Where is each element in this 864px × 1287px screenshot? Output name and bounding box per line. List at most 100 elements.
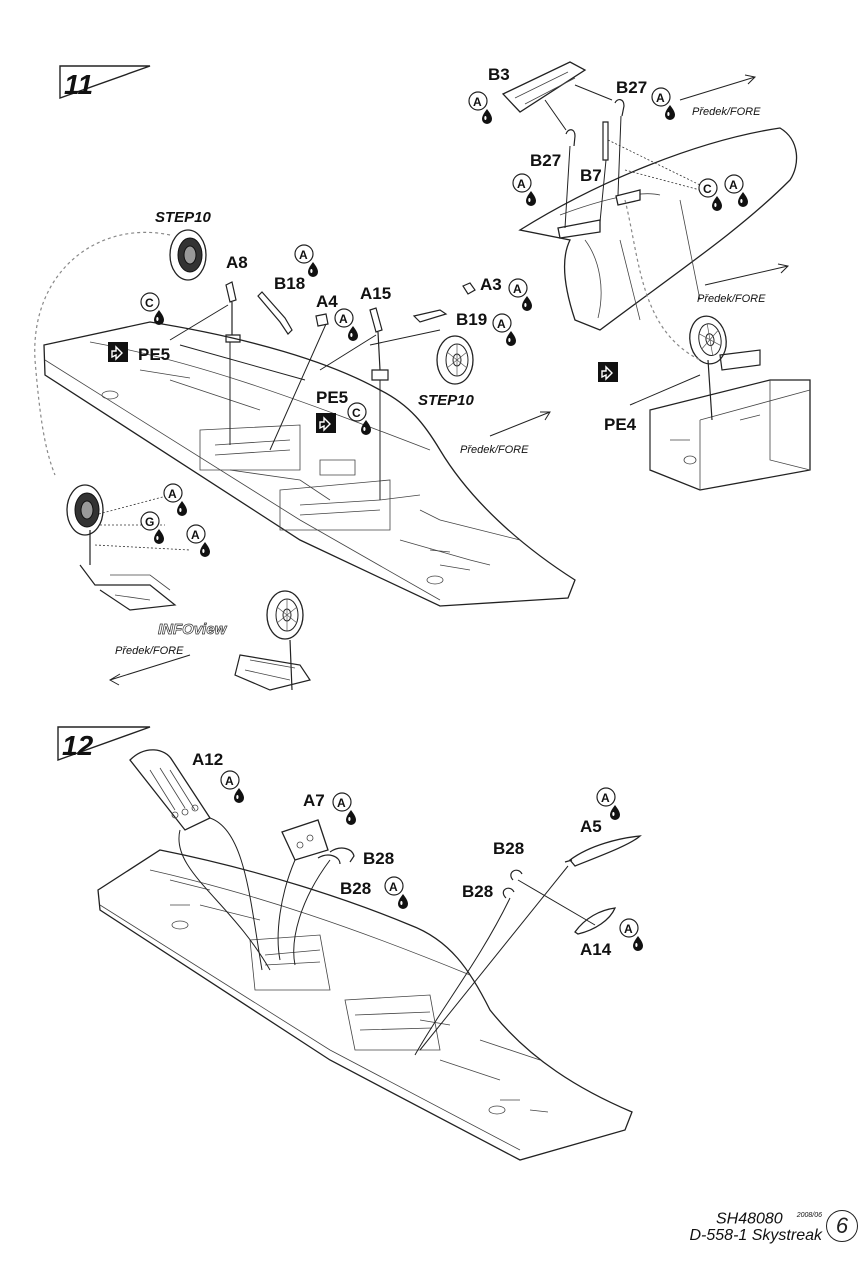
glue-marker: C	[698, 178, 722, 211]
label-fore-3: Předek/FORE	[460, 444, 529, 456]
glue-marker: A	[294, 244, 318, 277]
svg-text:A: A	[729, 178, 738, 192]
part-B3	[501, 61, 587, 113]
svg-text:A: A	[624, 922, 633, 936]
label-B19: B19	[456, 310, 487, 329]
label-A14: A14	[580, 940, 612, 959]
step11-header: 11	[59, 65, 151, 100]
label-A8: A8	[226, 253, 248, 272]
main-gear-left-assembly	[66, 484, 177, 611]
glue-marker: A	[651, 87, 675, 120]
wing-step11	[43, 321, 576, 607]
label-PE4: PE4	[604, 415, 637, 434]
svg-text:A: A	[337, 796, 346, 810]
wing-step12	[97, 849, 633, 1161]
part-B27-right	[614, 99, 625, 117]
svg-text:A: A	[473, 95, 482, 109]
label-B28-a: B28	[363, 849, 394, 868]
wheel-step10-left	[169, 229, 207, 281]
label-A15: A15	[360, 284, 391, 303]
glue-marker: A	[332, 792, 356, 825]
photo-etch-icon	[597, 361, 619, 383]
label-fore-4: Předek/FORE	[115, 645, 184, 657]
part-A7	[281, 819, 329, 861]
part-A3	[462, 282, 476, 295]
photo-etch-icon	[315, 412, 337, 434]
label-fore-2: Předek/FORE	[697, 293, 766, 305]
infoview-assembly	[234, 590, 311, 691]
part-B18	[257, 291, 293, 335]
glue-marker: A	[186, 524, 210, 557]
part-B7	[602, 121, 609, 161]
step12-header: 12	[57, 726, 151, 761]
issue-date: 2008/06	[796, 1212, 822, 1219]
label-A12: A12	[192, 750, 223, 769]
strut-A15	[369, 307, 389, 381]
glue-marker: A	[334, 308, 358, 341]
svg-text:C: C	[703, 182, 712, 196]
label-A3: A3	[480, 275, 502, 294]
svg-text:A: A	[513, 282, 522, 296]
label-PE5-center: PE5	[316, 388, 348, 407]
fore-arrow-icon	[109, 74, 790, 686]
glue-marker: A	[619, 918, 643, 951]
part-B19	[412, 309, 448, 323]
step12-number: 12	[62, 730, 94, 761]
label-B28-c: B28	[493, 839, 524, 858]
part-B28-group	[317, 847, 523, 899]
label-A7: A7	[303, 791, 325, 810]
label-B28-d: B28	[462, 882, 493, 901]
label-A5: A5	[580, 817, 602, 836]
svg-text:A: A	[656, 91, 665, 105]
kit-code: SH48080	[715, 1210, 783, 1228]
label-step10-right: STEP10	[418, 392, 475, 409]
label-A4: A4	[316, 292, 338, 311]
label-step10-left: STEP10	[155, 209, 212, 226]
glue-marker: A	[508, 278, 532, 311]
label-PE5-left: PE5	[138, 345, 170, 364]
svg-text:A: A	[339, 312, 348, 326]
label-B18: B18	[274, 274, 305, 293]
glue-marker: G	[140, 511, 164, 544]
svg-text:A: A	[517, 177, 526, 191]
wheel-step10-right	[436, 335, 474, 385]
svg-text:A: A	[389, 880, 398, 894]
strut-A8	[225, 281, 241, 343]
label-B3: B3	[488, 65, 510, 84]
label-B7: B7	[580, 166, 602, 185]
glue-marker: C	[347, 402, 371, 435]
glue-marker: A	[596, 787, 620, 820]
svg-text:C: C	[352, 406, 361, 420]
part-A14	[574, 907, 617, 935]
label-B27-top: B27	[616, 78, 647, 97]
svg-text:A: A	[497, 317, 506, 331]
nose-gear-bay	[649, 312, 811, 491]
svg-text:A: A	[299, 248, 308, 262]
label-B28-b: B28	[340, 879, 371, 898]
svg-text:A: A	[168, 487, 177, 501]
photo-etch-icon	[107, 341, 129, 363]
glue-marker: A	[163, 483, 187, 516]
part-A12	[129, 749, 211, 831]
glue-marker: A	[468, 91, 492, 124]
kit-name: D-558-1 Skystreak	[689, 1227, 823, 1245]
guide-lines-step12	[178, 817, 596, 1056]
part-B27-left	[565, 129, 576, 147]
svg-text:A: A	[601, 791, 610, 805]
page-number: 6	[826, 1210, 858, 1242]
label-B27-left: B27	[530, 151, 561, 170]
svg-text:A: A	[225, 774, 234, 788]
step11-number: 11	[64, 69, 93, 100]
label-fore-1: Předek/FORE	[692, 106, 761, 118]
glue-marker: A	[724, 174, 748, 207]
glue-marker: A	[384, 876, 408, 909]
glue-marker: A	[512, 173, 536, 206]
glue-marker: C	[140, 292, 164, 325]
svg-text:C: C	[145, 296, 154, 310]
footer: SH48080 2008/06 D-558-1 Skystreak	[690, 1207, 823, 1244]
glue-marker: A	[220, 770, 244, 803]
part-A5	[564, 835, 642, 867]
svg-text:G: G	[145, 515, 154, 529]
guide-lines-step11	[34, 84, 701, 551]
